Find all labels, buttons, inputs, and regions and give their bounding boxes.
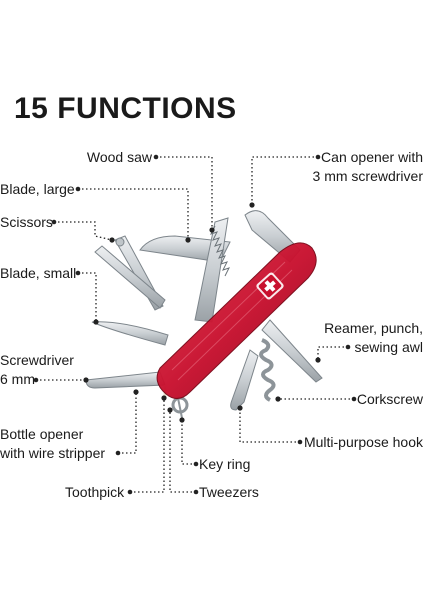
red-handle	[156, 242, 317, 399]
corkscrew	[259, 338, 276, 402]
label-wood-saw: Wood saw	[86, 149, 152, 165]
label-screwdriver-size: 6 mm	[0, 371, 35, 387]
label-multi-purpose-hook: Multi-purpose hook	[303, 434, 423, 450]
label-blade-large: Blade, large	[0, 181, 75, 197]
label-blade-small: Blade, small	[0, 265, 77, 281]
leader-endpoints	[33, 154, 357, 495]
label-tweezers: Tweezers	[199, 484, 259, 500]
label-corkscrew: Corkscrew	[356, 391, 423, 407]
page-title: 15 FUNCTIONS	[14, 92, 237, 125]
label-toothpick: Toothpick	[65, 484, 125, 500]
screwdriver-6mm	[85, 371, 166, 389]
label-can-opener-screwdriver: 3 mm screwdriver	[312, 168, 423, 184]
scissors-pivot	[115, 237, 125, 247]
label-sewing-awl: sewing awl	[354, 339, 423, 355]
label-can-opener: Can opener with	[321, 149, 423, 165]
label-wire-stripper: with wire stripper	[0, 445, 106, 461]
tweezers	[177, 397, 183, 419]
small-blade	[91, 321, 169, 346]
multi-purpose-hook	[230, 349, 259, 411]
leader-lines	[36, 156, 354, 493]
swiss-cross-shield-icon	[256, 272, 284, 300]
label-scissors: Scissors	[0, 214, 53, 230]
wood-saw-teeth	[210, 225, 230, 277]
label-screwdriver: Screwdriver	[0, 352, 74, 368]
label-bottle-opener: Bottle opener	[0, 426, 84, 442]
reamer-awl	[261, 319, 323, 383]
large-blade	[139, 235, 231, 263]
label-reamer: Reamer, punch,	[324, 320, 423, 336]
label-key-ring: Key ring	[199, 456, 251, 472]
scissors-blade-2	[94, 245, 166, 309]
